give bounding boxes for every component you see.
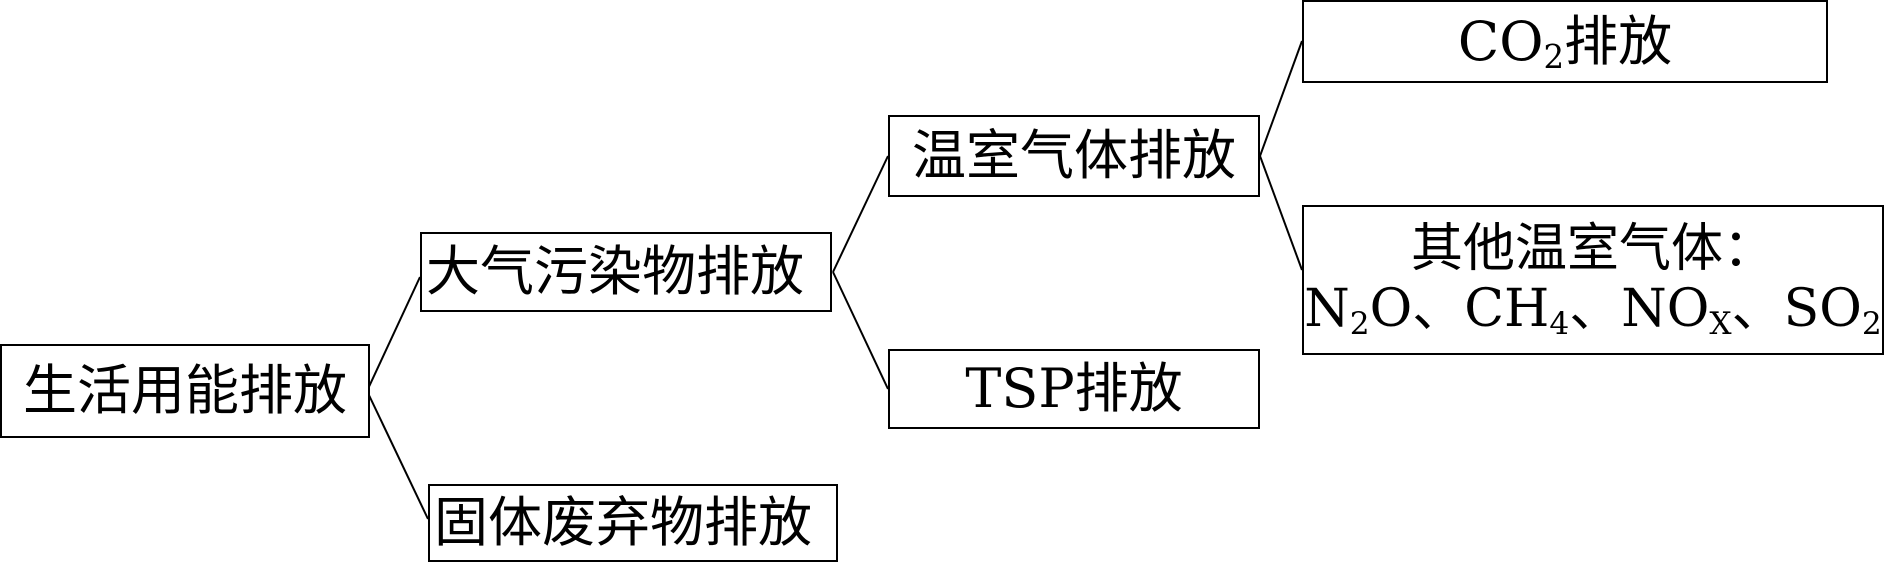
node-label: 生活用能排放 <box>23 359 347 422</box>
node-solid-waste-emission: 固体废弃物排放 <box>428 484 838 562</box>
node-air-pollutant-emission: 大气污染物排放 <box>420 232 832 312</box>
other-gases-title: 其他温室气体： <box>1410 219 1775 280</box>
node-label: TSP排放 <box>965 357 1183 420</box>
connector-greenhouse-to-co2 <box>1259 40 1303 157</box>
other-gases-formula: N2O、CH4、NOX、SO2 <box>1304 279 1882 342</box>
formula-subscript: 2 <box>1349 305 1370 342</box>
formula-subscript: 2 <box>1861 305 1882 342</box>
node-label: 大气污染物排放 <box>426 240 804 303</box>
node-greenhouse-gas-emission: 温室气体排放 <box>888 115 1260 197</box>
node-label: CO2排放 <box>1458 14 1672 73</box>
connector-air-to-greenhouse <box>832 155 889 273</box>
formula-text: 、NO <box>1569 279 1710 339</box>
node-household-energy-emission: 生活用能排放 <box>0 344 370 438</box>
formula-text: O、CH <box>1369 279 1550 339</box>
node-label: 温室气体排放 <box>912 124 1236 187</box>
co2-subscript: 2 <box>1543 37 1565 76</box>
node-tsp-emission: TSP排放 <box>888 349 1260 429</box>
connector-air-to-tsp <box>832 271 889 390</box>
formula-subscript: 4 <box>1549 305 1570 342</box>
connector-root-to-solid-waste <box>366 390 429 520</box>
connector-greenhouse-to-other-gases <box>1259 155 1303 271</box>
co2-prefix: CO <box>1457 9 1544 73</box>
formula-subscript: X <box>1709 305 1732 342</box>
co2-suffix: 排放 <box>1564 9 1673 73</box>
node-label: 固体废弃物排放 <box>434 491 812 554</box>
node-other-greenhouse-gases: 其他温室气体： N2O、CH4、NOX、SO2 <box>1302 205 1884 355</box>
formula-text: 、SO <box>1731 279 1862 339</box>
connector-root-to-air-pollutants <box>366 276 421 392</box>
node-co2-emission: CO2排放 <box>1302 0 1828 83</box>
formula-text: N <box>1304 279 1350 339</box>
